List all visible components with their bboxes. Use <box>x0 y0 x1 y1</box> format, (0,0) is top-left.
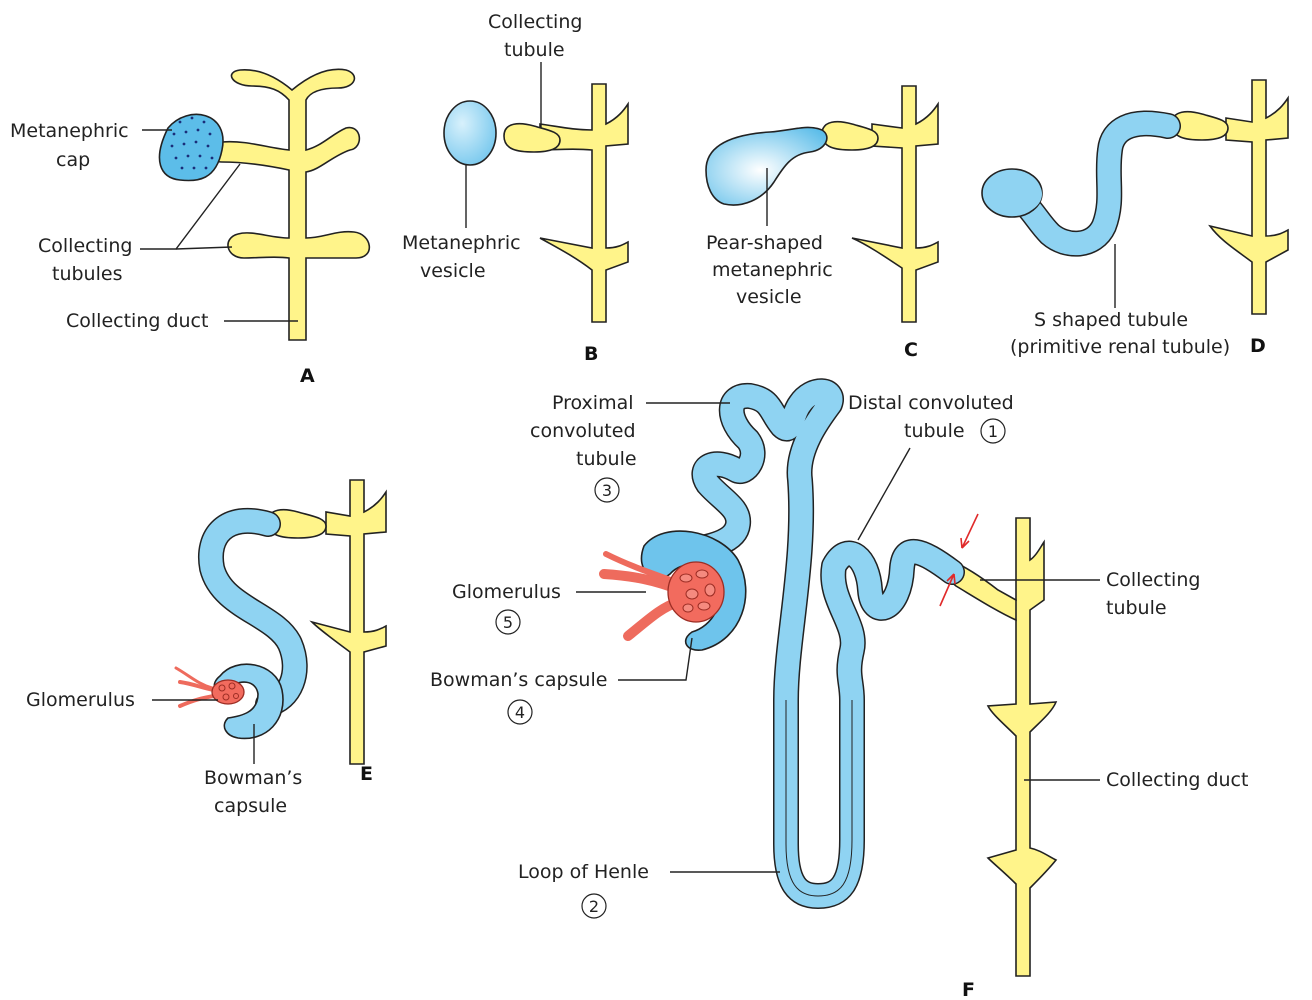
panel-f: Proximal convoluted tubule 3 Distal conv… <box>430 391 1248 1000</box>
panel-letter-a: A <box>300 365 315 387</box>
label-metanephric-cap-line1: Metanephric <box>10 120 129 142</box>
metanephric-vesicle-shape <box>444 101 496 165</box>
panel-d: S shaped tubule (primitive renal tubule)… <box>982 80 1288 358</box>
collecting-tubule-bulb-c <box>822 122 878 150</box>
collecting-duct-d <box>1210 80 1288 314</box>
label-proximal-line1: Proximal <box>552 392 634 414</box>
glomerulus-f-vessel-2 <box>628 602 678 636</box>
number-loop: 2 <box>589 897 599 916</box>
label-bowmans-f: Bowman’s capsule <box>430 669 607 691</box>
collecting-duct-b <box>540 84 628 322</box>
label-collecting-duct-f: Collecting duct <box>1106 769 1248 791</box>
leader-bowmans-f <box>618 638 692 680</box>
panel-c: Pear-shaped metanephric vesicle C <box>706 86 938 361</box>
label-glomerulus-f: Glomerulus <box>452 581 561 603</box>
label-pear-vesicle-line2: metanephric <box>712 259 833 281</box>
leader-collecting-tubules-2 <box>176 247 232 249</box>
panel-letter-f: F <box>962 979 975 1000</box>
label-pear-vesicle-line1: Pear-shaped <box>706 232 823 254</box>
label-collecting-tubule-b-line2: tubule <box>504 39 565 61</box>
label-collecting-tubules-line1: Collecting <box>38 235 132 257</box>
panel-b: Collecting tubule Metanephric vesicle B <box>402 11 628 365</box>
label-collecting-tubule-f-line1: Collecting <box>1106 569 1200 591</box>
label-collecting-tubules-line2: tubules <box>52 263 122 285</box>
label-metanephric-vesicle-line2: vesicle <box>420 260 486 282</box>
panel-letter-d: D <box>1250 335 1266 357</box>
label-bowmans-e-line2: capsule <box>214 795 287 817</box>
leader-distal <box>858 448 910 540</box>
panel-a: Metanephric cap Collecting tubules Colle… <box>10 69 369 387</box>
label-proximal-line3: tubule <box>576 448 637 470</box>
number-bowmans: 4 <box>515 703 525 722</box>
label-metanephric-cap-line2: cap <box>56 149 90 171</box>
label-metanephric-vesicle-line1: Metanephric <box>402 232 521 254</box>
s-tubule-blind-end-fill <box>990 174 1042 214</box>
label-pear-vesicle-line3: vesicle <box>736 286 802 308</box>
label-distal-line1: Distal convoluted <box>848 392 1014 414</box>
number-proximal: 3 <box>602 481 612 500</box>
label-collecting-tubule-b-line1: Collecting <box>488 11 582 33</box>
number-glomerulus: 5 <box>503 613 513 632</box>
panel-e: Glomerulus Bowman’s capsule E <box>26 480 386 817</box>
label-collecting-duct-a: Collecting duct <box>66 310 208 332</box>
number-distal: 1 <box>988 422 998 441</box>
panel-letter-c: C <box>904 339 918 361</box>
label-s-tubule-line2: (primitive renal tubule) <box>1010 336 1230 358</box>
label-bowmans-e-line1: Bowman’s <box>204 767 302 789</box>
label-loop-of-henle: Loop of Henle <box>518 861 649 883</box>
collecting-duct-a <box>212 69 370 340</box>
label-collecting-tubule-f-line2: tubule <box>1106 597 1167 619</box>
label-glomerulus-e: Glomerulus <box>26 689 135 711</box>
panel-letter-b: B <box>584 343 598 365</box>
metanephric-cap-shape <box>159 114 223 180</box>
label-s-tubule-line1: S shaped tubule <box>1034 309 1188 331</box>
label-distal-line2: tubule <box>904 420 965 442</box>
collecting-duct-c <box>852 86 938 322</box>
glomerulus-e-vessel-2 <box>180 696 214 706</box>
label-proximal-line2: convoluted <box>530 420 636 442</box>
panel-letter-e: E <box>360 763 373 785</box>
